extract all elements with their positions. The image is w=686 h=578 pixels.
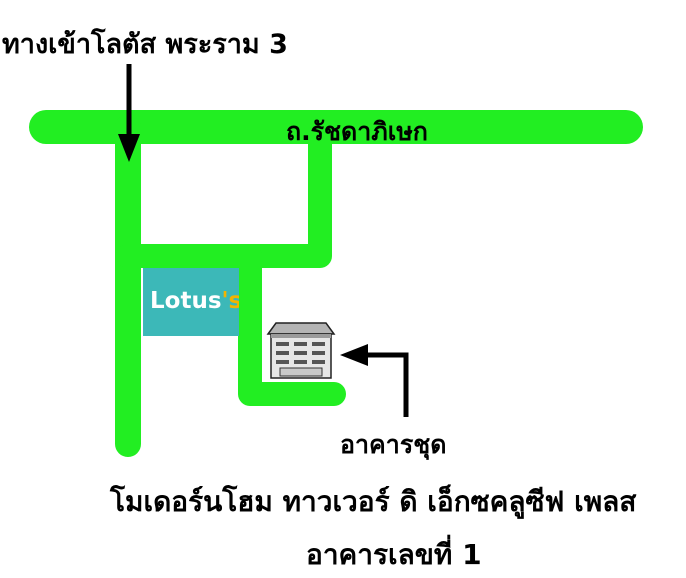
- lotus-store-logo: Lotus's: [143, 268, 239, 336]
- entrance-label: ทางเข้าโลตัส พระราม 3: [2, 29, 288, 60]
- connector-road: [116, 128, 332, 268]
- project-name: โมเดอร์นโฮม ทาวเวอร์ ดิ เอ็กซคลูซีฟ เพลส: [110, 485, 637, 518]
- building-number: อาคารเลขที่ 1: [306, 538, 482, 571]
- apartment-building-icon: [266, 322, 336, 379]
- arrow-down-icon: [118, 64, 140, 162]
- arrow-left-icon: [340, 344, 409, 417]
- building-pointer-label: อาคารชุด: [340, 430, 447, 459]
- svg-text:Lotus's: Lotus's: [150, 288, 239, 314]
- lotus-logo-background: [143, 268, 239, 336]
- roads: [29, 110, 643, 457]
- lotus-logo-text: Lotus: [150, 288, 222, 314]
- building-access-road: [238, 244, 346, 406]
- main-road-label: ถ.รัชดาภิเษก: [286, 117, 428, 146]
- lotus-logo-suffix: 's: [222, 288, 239, 314]
